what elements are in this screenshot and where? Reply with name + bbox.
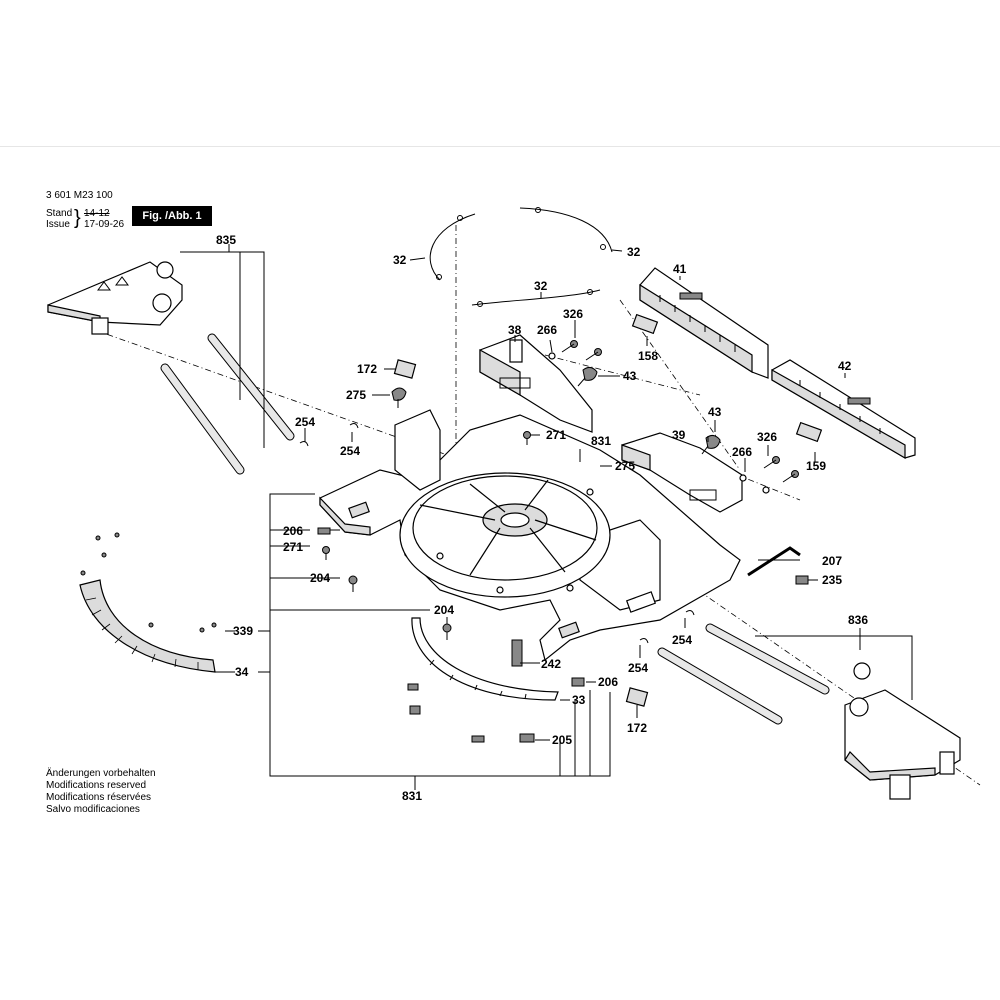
callout-158: 158: [638, 349, 658, 363]
sticker-159: [795, 421, 823, 443]
callout-835: 835: [216, 233, 236, 247]
callout-254-left2: 254: [340, 444, 360, 458]
bolt-326-a: [548, 340, 602, 361]
stand-value: 14-12: [84, 208, 110, 219]
allen-key-207: [747, 546, 801, 577]
lever-275-a: [391, 387, 407, 408]
guard-rings-32: [429, 207, 613, 307]
stand-label: Stand: [46, 208, 73, 219]
callout-34: 34: [235, 665, 249, 679]
right-fence-39: [621, 432, 743, 513]
arc-plate-33: [411, 617, 559, 701]
knob-43-b: [701, 434, 721, 455]
note-en: Modifications reserved: [46, 780, 147, 791]
issue-value: 17-09-26: [84, 219, 125, 230]
callout-836: 836: [848, 613, 868, 627]
page-divider: [0, 146, 1000, 147]
part-number: 3 601 M23 100: [46, 190, 113, 201]
figure-label: Fig. /Abb. 1: [132, 206, 212, 226]
callout-242: 242: [541, 657, 561, 671]
callout-38: 38: [508, 323, 522, 337]
bolt-326-b: [739, 456, 799, 494]
left-fence-38: [479, 334, 593, 433]
callout-254-right2: 254: [628, 661, 648, 675]
fence-extension-41: [639, 267, 769, 379]
callout-206-right: 206: [598, 675, 618, 689]
callout-204-left: 204: [310, 571, 330, 585]
callout-339: 339: [233, 624, 253, 638]
callout-42: 42: [838, 359, 852, 373]
callout-172-top: 172: [357, 362, 377, 376]
callout-205: 205: [552, 733, 572, 747]
leader-lines: [180, 244, 913, 790]
callout-254-left: 254: [295, 415, 315, 429]
callout-39: 39: [672, 428, 686, 442]
callout-33: 33: [572, 693, 586, 707]
callout-32-center: 32: [534, 279, 548, 293]
note-fr: Modifications réservées: [46, 792, 152, 803]
issue-label: Issue: [46, 219, 70, 230]
callout-32-left: 32: [393, 253, 407, 267]
callout-43-top: 43: [623, 369, 637, 383]
callout-43-right: 43: [708, 405, 722, 419]
modification-notes: Änderungen vorbehalten Modifications res…: [46, 768, 156, 816]
right-extension-836: [844, 662, 961, 800]
callout-266-right: 266: [732, 445, 752, 459]
right-rails: [657, 623, 830, 725]
callout-206-left: 206: [283, 524, 303, 538]
callout-275-top: 275: [346, 388, 366, 402]
callout-266-top: 266: [537, 323, 557, 337]
left-extension-835: [47, 261, 183, 335]
callout-159: 159: [806, 459, 826, 473]
turntable: [399, 472, 611, 598]
sticker-172a: [393, 359, 417, 379]
callout-271-left: 271: [283, 540, 303, 554]
sticker-172b: [625, 687, 649, 707]
callout-labels: 835 32 32 32 41 38 266 326 172 158 43 27…: [216, 233, 868, 803]
note-de: Änderungen vorbehalten: [46, 768, 156, 779]
left-rails: [160, 333, 359, 475]
note-es: Salvo modificaciones: [46, 804, 140, 815]
callout-172-right: 172: [627, 721, 647, 735]
callout-207: 207: [822, 554, 842, 568]
callout-326-right: 326: [757, 430, 777, 444]
callout-831-top: 831: [591, 434, 611, 448]
callout-41: 41: [673, 262, 687, 276]
callout-235: 235: [822, 573, 842, 587]
sticker-158: [631, 313, 659, 335]
callout-275-right: 275: [615, 459, 635, 473]
callout-254-right: 254: [672, 633, 692, 647]
callout-32-right: 32: [627, 245, 641, 259]
fence-extension-42: [771, 359, 916, 460]
knob-43-a: [577, 366, 598, 387]
brace-glyph: }: [74, 207, 81, 229]
callout-204-center: 204: [434, 603, 454, 617]
callout-326-top: 326: [563, 307, 583, 321]
callout-271-top: 271: [546, 428, 566, 442]
callout-831-bottom: 831: [402, 789, 422, 803]
scale-34: [79, 532, 217, 673]
